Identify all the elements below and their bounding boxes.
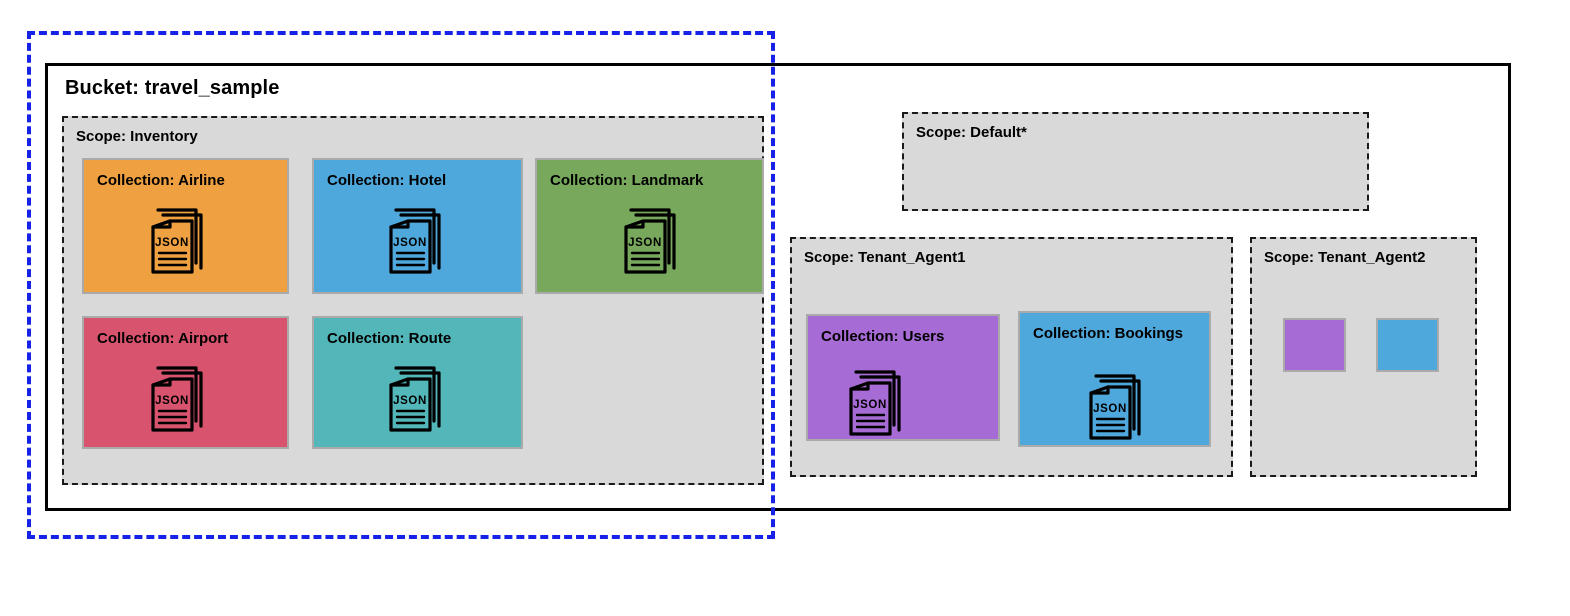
scope-tenant-agent1-title: Scope: Tenant_Agent1 bbox=[804, 249, 966, 266]
scope-default: Scope: Default* bbox=[902, 112, 1369, 211]
bucket-title: Bucket: travel_sample bbox=[65, 77, 280, 99]
collection-card-users[interactable]: Collection: Users bbox=[806, 314, 1000, 441]
scope-tenant-agent2: Scope: Tenant_Agent2 bbox=[1250, 237, 1477, 477]
collection-card-bookings-label: Collection: Bookings bbox=[1033, 325, 1183, 342]
collection-card-airport[interactable]: Collection: Airport bbox=[82, 316, 289, 449]
json-documents-icon: JSON bbox=[378, 202, 458, 278]
json-documents-icon: JSON bbox=[838, 364, 918, 440]
collection-card-airline-label: Collection: Airline bbox=[97, 172, 225, 189]
collection-card-airline[interactable]: Collection: Airline bbox=[82, 158, 289, 294]
svg-text:JSON: JSON bbox=[393, 237, 427, 249]
json-documents-icon: JSON bbox=[140, 202, 220, 278]
scope-inventory-title: Scope: Inventory bbox=[76, 128, 198, 145]
svg-text:JSON: JSON bbox=[628, 237, 662, 249]
json-documents-icon: JSON bbox=[378, 360, 458, 436]
json-documents-icon: JSON bbox=[613, 202, 693, 278]
scope-tenant-agent2-title: Scope: Tenant_Agent2 bbox=[1264, 249, 1426, 266]
json-documents-icon: JSON bbox=[1078, 368, 1158, 444]
svg-text:JSON: JSON bbox=[155, 395, 189, 407]
collection-card-hotel-label: Collection: Hotel bbox=[327, 172, 447, 189]
collection-card-route[interactable]: Collection: Route bbox=[312, 316, 523, 449]
collection-card-airport-label: Collection: Airport bbox=[97, 330, 229, 347]
svg-text:JSON: JSON bbox=[155, 237, 189, 249]
collection-card-hotel[interactable]: Collection: Hotel bbox=[312, 158, 523, 294]
svg-text:JSON: JSON bbox=[853, 399, 887, 411]
svg-text:JSON: JSON bbox=[1093, 403, 1127, 415]
collection-swatch-blue[interactable] bbox=[1376, 318, 1439, 372]
collection-card-route-label: Collection: Route bbox=[327, 330, 452, 347]
scope-default-title: Scope: Default* bbox=[916, 124, 1027, 141]
collection-card-users-label: Collection: Users bbox=[821, 328, 945, 345]
collection-card-landmark-label: Collection: Landmark bbox=[550, 172, 704, 189]
collection-swatch-purple[interactable] bbox=[1283, 318, 1346, 372]
json-documents-icon: JSON bbox=[140, 360, 220, 436]
svg-text:JSON: JSON bbox=[393, 395, 427, 407]
